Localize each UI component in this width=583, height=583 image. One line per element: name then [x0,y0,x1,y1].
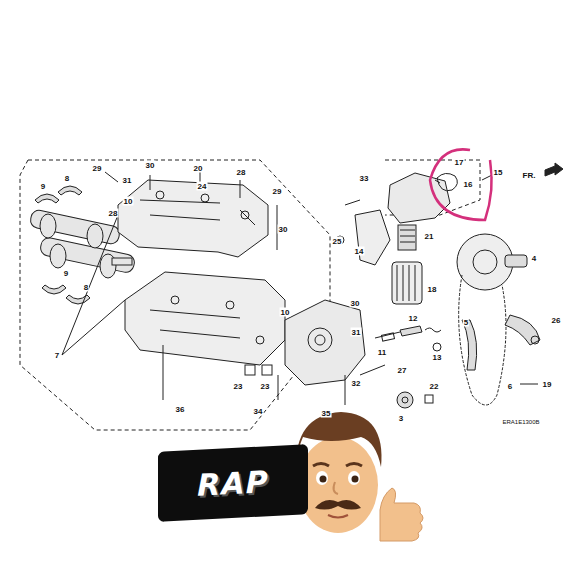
callout-number: 34 [253,407,264,416]
callout-number: 11 [377,348,387,357]
callout-number: 23 [233,382,244,391]
diagram-code: ERA1E1300B [501,418,540,427]
callout-number: 27 [397,366,408,375]
logo-text: RAP [197,464,268,503]
callout-number: 16 [463,180,474,189]
callout-number: 22 [429,382,440,391]
callout-number: 23 [260,382,271,391]
logo-banner: RAP [158,444,308,522]
callout-number: 13 [432,353,443,362]
callout-number: 12 [408,314,419,323]
callout-number: 15 [493,168,504,177]
callout-number: 32 [351,379,362,388]
callout-number: 10 [123,197,134,206]
callout-number: 26 [551,316,562,325]
callout-number: 30 [278,225,289,234]
callout-number: 20 [193,164,204,173]
callout-number: 33 [359,174,370,183]
callout-number: 7 [54,351,60,360]
callout-number: 36 [175,405,186,414]
callout-number: 9 [40,182,46,191]
callout-number: 5 [463,318,469,327]
callout-number: 24 [197,182,208,191]
callout-number: 8 [64,174,70,183]
callout-number: 31 [122,176,133,185]
callout-number: 25 [332,237,343,246]
callout-number: 28 [236,168,247,177]
callout-number: 28 [108,209,119,218]
callout-number: 6 [507,382,513,391]
callout-number: 17 [454,158,465,167]
callout-number: 4 [531,254,537,263]
callout-number: 18 [427,285,438,294]
emoji-figure [296,412,423,541]
callout-number: 30 [350,299,361,308]
highlight-circle [430,149,492,220]
callout-number: 9 [63,269,69,278]
callout-number: 8 [83,283,89,292]
callout-number: 29 [272,187,283,196]
callout-number: 19 [542,380,553,389]
callout-number: 10 [280,308,291,317]
front-marker: FR. [522,171,537,180]
callout-number: 35 [321,409,332,418]
callout-number: 30 [145,161,156,170]
callout-number: 3 [398,414,404,423]
callout-number: 31 [351,328,362,337]
callout-number: 29 [92,164,103,173]
callout-number: 14 [354,247,365,256]
callout-number: 21 [424,232,435,241]
